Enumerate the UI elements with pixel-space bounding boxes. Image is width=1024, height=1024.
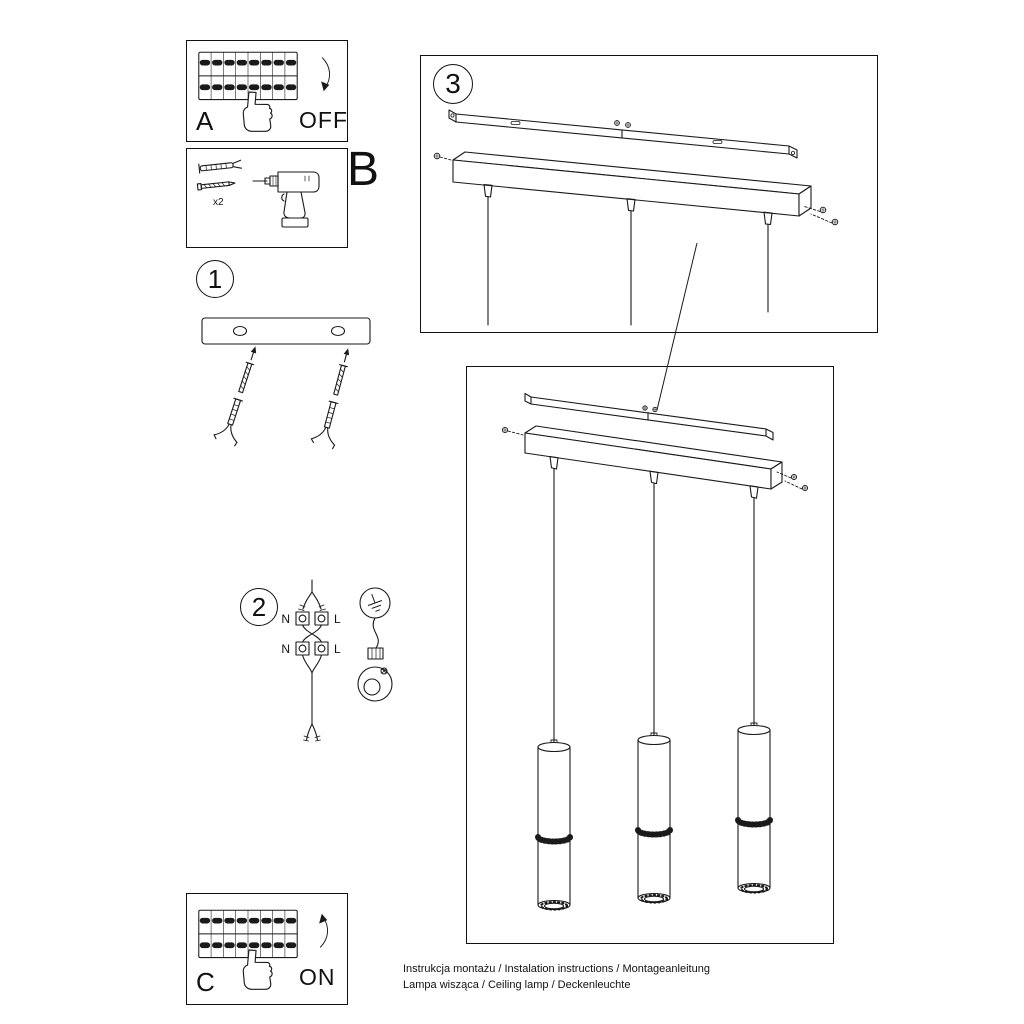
step-1-badge: 1: [196, 260, 234, 298]
terminal-label-n-bottom: N: [281, 642, 290, 656]
cord-grip: [549, 456, 559, 470]
side-screws: [433, 152, 839, 226]
quantity-label: x2: [213, 197, 224, 208]
mounting-bracket: [448, 109, 798, 159]
side-screws: [501, 426, 809, 492]
terminal-label-l-bottom: L: [334, 642, 341, 656]
anchor-screw-left: [213, 346, 257, 447]
cord-grip: [749, 485, 759, 499]
cord-grip: [483, 183, 493, 198]
step-c-label: C: [196, 967, 215, 997]
step-b-panel: x2: [186, 148, 348, 248]
mounting-strip: [201, 317, 371, 345]
assembled-lamp-illustration: [501, 392, 809, 911]
canopy-exploded-illustration: [433, 109, 839, 326]
step-b-label: B: [347, 143, 380, 196]
fixings-illustration: [196, 159, 243, 191]
terminal-label-n-top: N: [281, 612, 290, 626]
cord-grip: [649, 470, 659, 485]
wall-plug-icon: [198, 159, 243, 174]
footer: Instrukcja montażu / Instalation instruc…: [403, 961, 710, 993]
off-state-label: OFF: [299, 107, 348, 133]
step-3-number: 3: [445, 68, 461, 99]
on-curved-arrow-icon: [319, 913, 328, 948]
step-a-label: A: [196, 106, 214, 136]
pendant-lamp: [735, 722, 773, 894]
screw-icon: [196, 181, 236, 191]
step-a-panel: OFF A: [186, 40, 348, 142]
footer-line-2: Lampa wisząca / Ceiling lamp / Deckenleu…: [403, 979, 631, 991]
mounting-bracket-illustration: [201, 317, 371, 450]
step-c-panel: ON C: [186, 893, 348, 1005]
canopy-box: [452, 151, 812, 217]
on-state-label: ON: [299, 964, 336, 990]
step-3-frame: 3: [420, 55, 878, 333]
assembly-frame: [466, 366, 834, 944]
pendant-lamp: [535, 739, 573, 911]
step-2-number: 2: [251, 591, 267, 622]
step-2-badge: 2: [240, 588, 278, 626]
pendant-lamp: [635, 732, 673, 904]
wiring-diagram-illustration: N L N L: [281, 579, 393, 742]
cord-grip: [763, 211, 773, 226]
cable-connector-icon: [357, 617, 393, 702]
footer-line-1: Instrukcja montażu / Instalation instruc…: [403, 963, 710, 975]
step-1-number: 1: [207, 263, 223, 294]
anchor-screw-right: [310, 348, 350, 450]
cord-grip: [626, 198, 636, 212]
step-3-badge: 3: [433, 64, 473, 104]
terminal-label-l-top: L: [334, 612, 341, 626]
ground-symbol-icon: [359, 587, 391, 619]
canopy-box: [524, 425, 783, 490]
terminal-block: [295, 611, 329, 656]
mounting-bracket: [524, 392, 774, 441]
off-curved-arrow-icon: [321, 57, 330, 92]
drill-icon: [252, 171, 320, 228]
